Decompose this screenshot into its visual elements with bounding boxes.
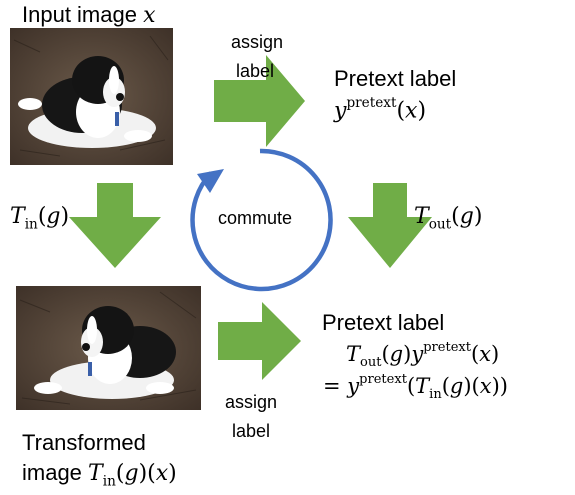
- input-image-title: Input image x: [22, 2, 156, 28]
- transform-in-label: Tin(g): [10, 204, 70, 233]
- transformed-image: [16, 286, 201, 410]
- assign-arrow-bottom: [218, 302, 301, 380]
- assign-label-bottom-line1: assign: [225, 392, 278, 412]
- pretext-formula-bottom-line1: Tout(g)ypretext(x): [346, 340, 500, 371]
- pretext-label-bottom: Pretext label: [322, 310, 445, 335]
- transform-out-label: Tout(g): [414, 204, 483, 233]
- assign-label-top-line2: label: [236, 61, 275, 81]
- assign-label-bottom-line2: label: [232, 421, 271, 441]
- commute-label: commute: [218, 208, 293, 228]
- transform-arrow-right: [348, 183, 432, 268]
- transformed-caption-line1: Transformed: [22, 430, 146, 455]
- commute-cycle: [190, 148, 333, 292]
- transformed-caption-line2: image Tin(g)(x): [22, 460, 177, 490]
- transform-arrow-left: [69, 183, 161, 268]
- input-image: [10, 28, 173, 165]
- assign-arrow-top: [214, 55, 305, 147]
- pretext-formula-bottom-line2: = ypretext(Tin(g)(x)): [323, 372, 508, 403]
- pretext-label-top: Pretext label: [334, 66, 457, 91]
- assign-label-top-line1: assign: [231, 32, 284, 52]
- pretext-formula-top: ypretext(x): [334, 94, 427, 124]
